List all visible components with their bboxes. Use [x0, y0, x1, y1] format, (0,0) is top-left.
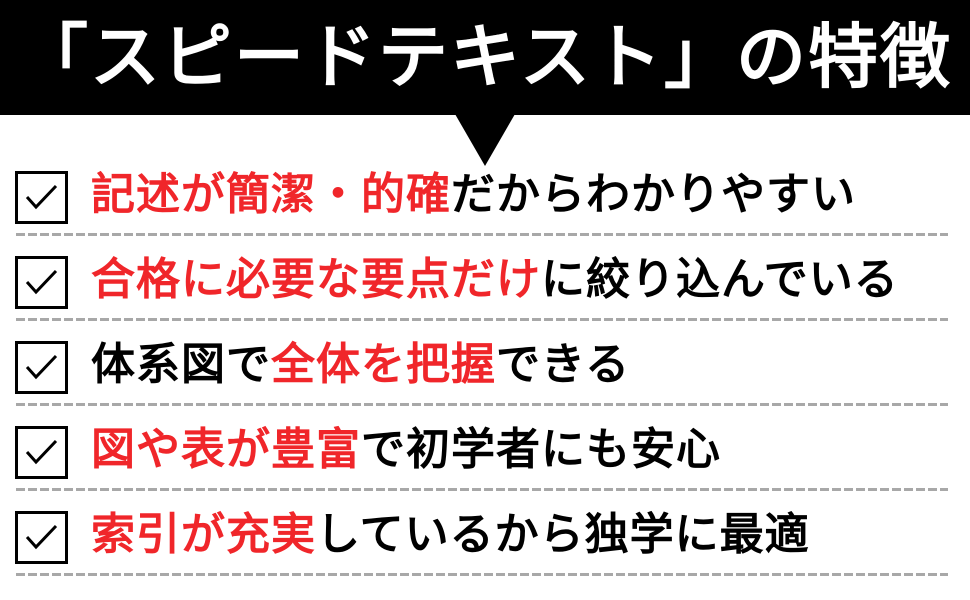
feature-text: 体系図で全体を把握できる [91, 331, 630, 399]
page-title: 「スピードテキスト」の特徴 [18, 16, 952, 98]
feature-item: 図や表が豊富で初学者にも安心 [0, 416, 970, 501]
dashed-divider [16, 233, 948, 236]
speech-pointer [455, 114, 515, 166]
feature-normal: 体系図で [91, 339, 271, 390]
feature-item: 体系図で全体を把握できる [0, 331, 970, 416]
header-banner: 「スピードテキスト」の特徴 [0, 0, 970, 115]
feature-item: 合格に必要な要点だけに絞り込んでいる [0, 246, 970, 331]
checkbox-checked-icon [15, 511, 68, 564]
feature-normal: で初学者にも安心 [361, 424, 721, 475]
feature-text: 図や表が豊富で初学者にも安心 [91, 416, 721, 484]
feature-highlight: 合格に必要な要点だけ [91, 254, 541, 305]
feature-item: 索引が充実しているから独学に最適 [0, 501, 970, 586]
checkbox-checked-icon [15, 256, 68, 309]
dashed-divider [16, 573, 948, 576]
feature-highlight: 図や表が豊富 [91, 424, 361, 475]
feature-item: 記述が簡潔・的確だからわかりやすい [0, 161, 970, 246]
feature-normal: だからわかりやすい [451, 169, 856, 220]
feature-normal: できる [496, 339, 631, 390]
feature-highlight: 全体を把握 [271, 339, 496, 390]
checkbox-checked-icon [15, 426, 68, 479]
feature-highlight: 記述が簡潔・的確 [91, 169, 451, 220]
checkbox-checked-icon [15, 171, 68, 224]
dashed-divider [16, 488, 948, 491]
feature-normal: しているから独学に最適 [316, 509, 810, 560]
feature-highlight: 索引が充実 [91, 509, 316, 560]
feature-text: 索引が充実しているから独学に最適 [91, 501, 810, 569]
checkbox-checked-icon [15, 341, 68, 394]
dashed-divider [16, 403, 948, 406]
feature-text: 記述が簡潔・的確だからわかりやすい [91, 161, 856, 229]
dashed-divider [16, 318, 948, 321]
feature-text: 合格に必要な要点だけに絞り込んでいる [91, 246, 899, 314]
feature-normal: に絞り込んでいる [541, 254, 899, 305]
